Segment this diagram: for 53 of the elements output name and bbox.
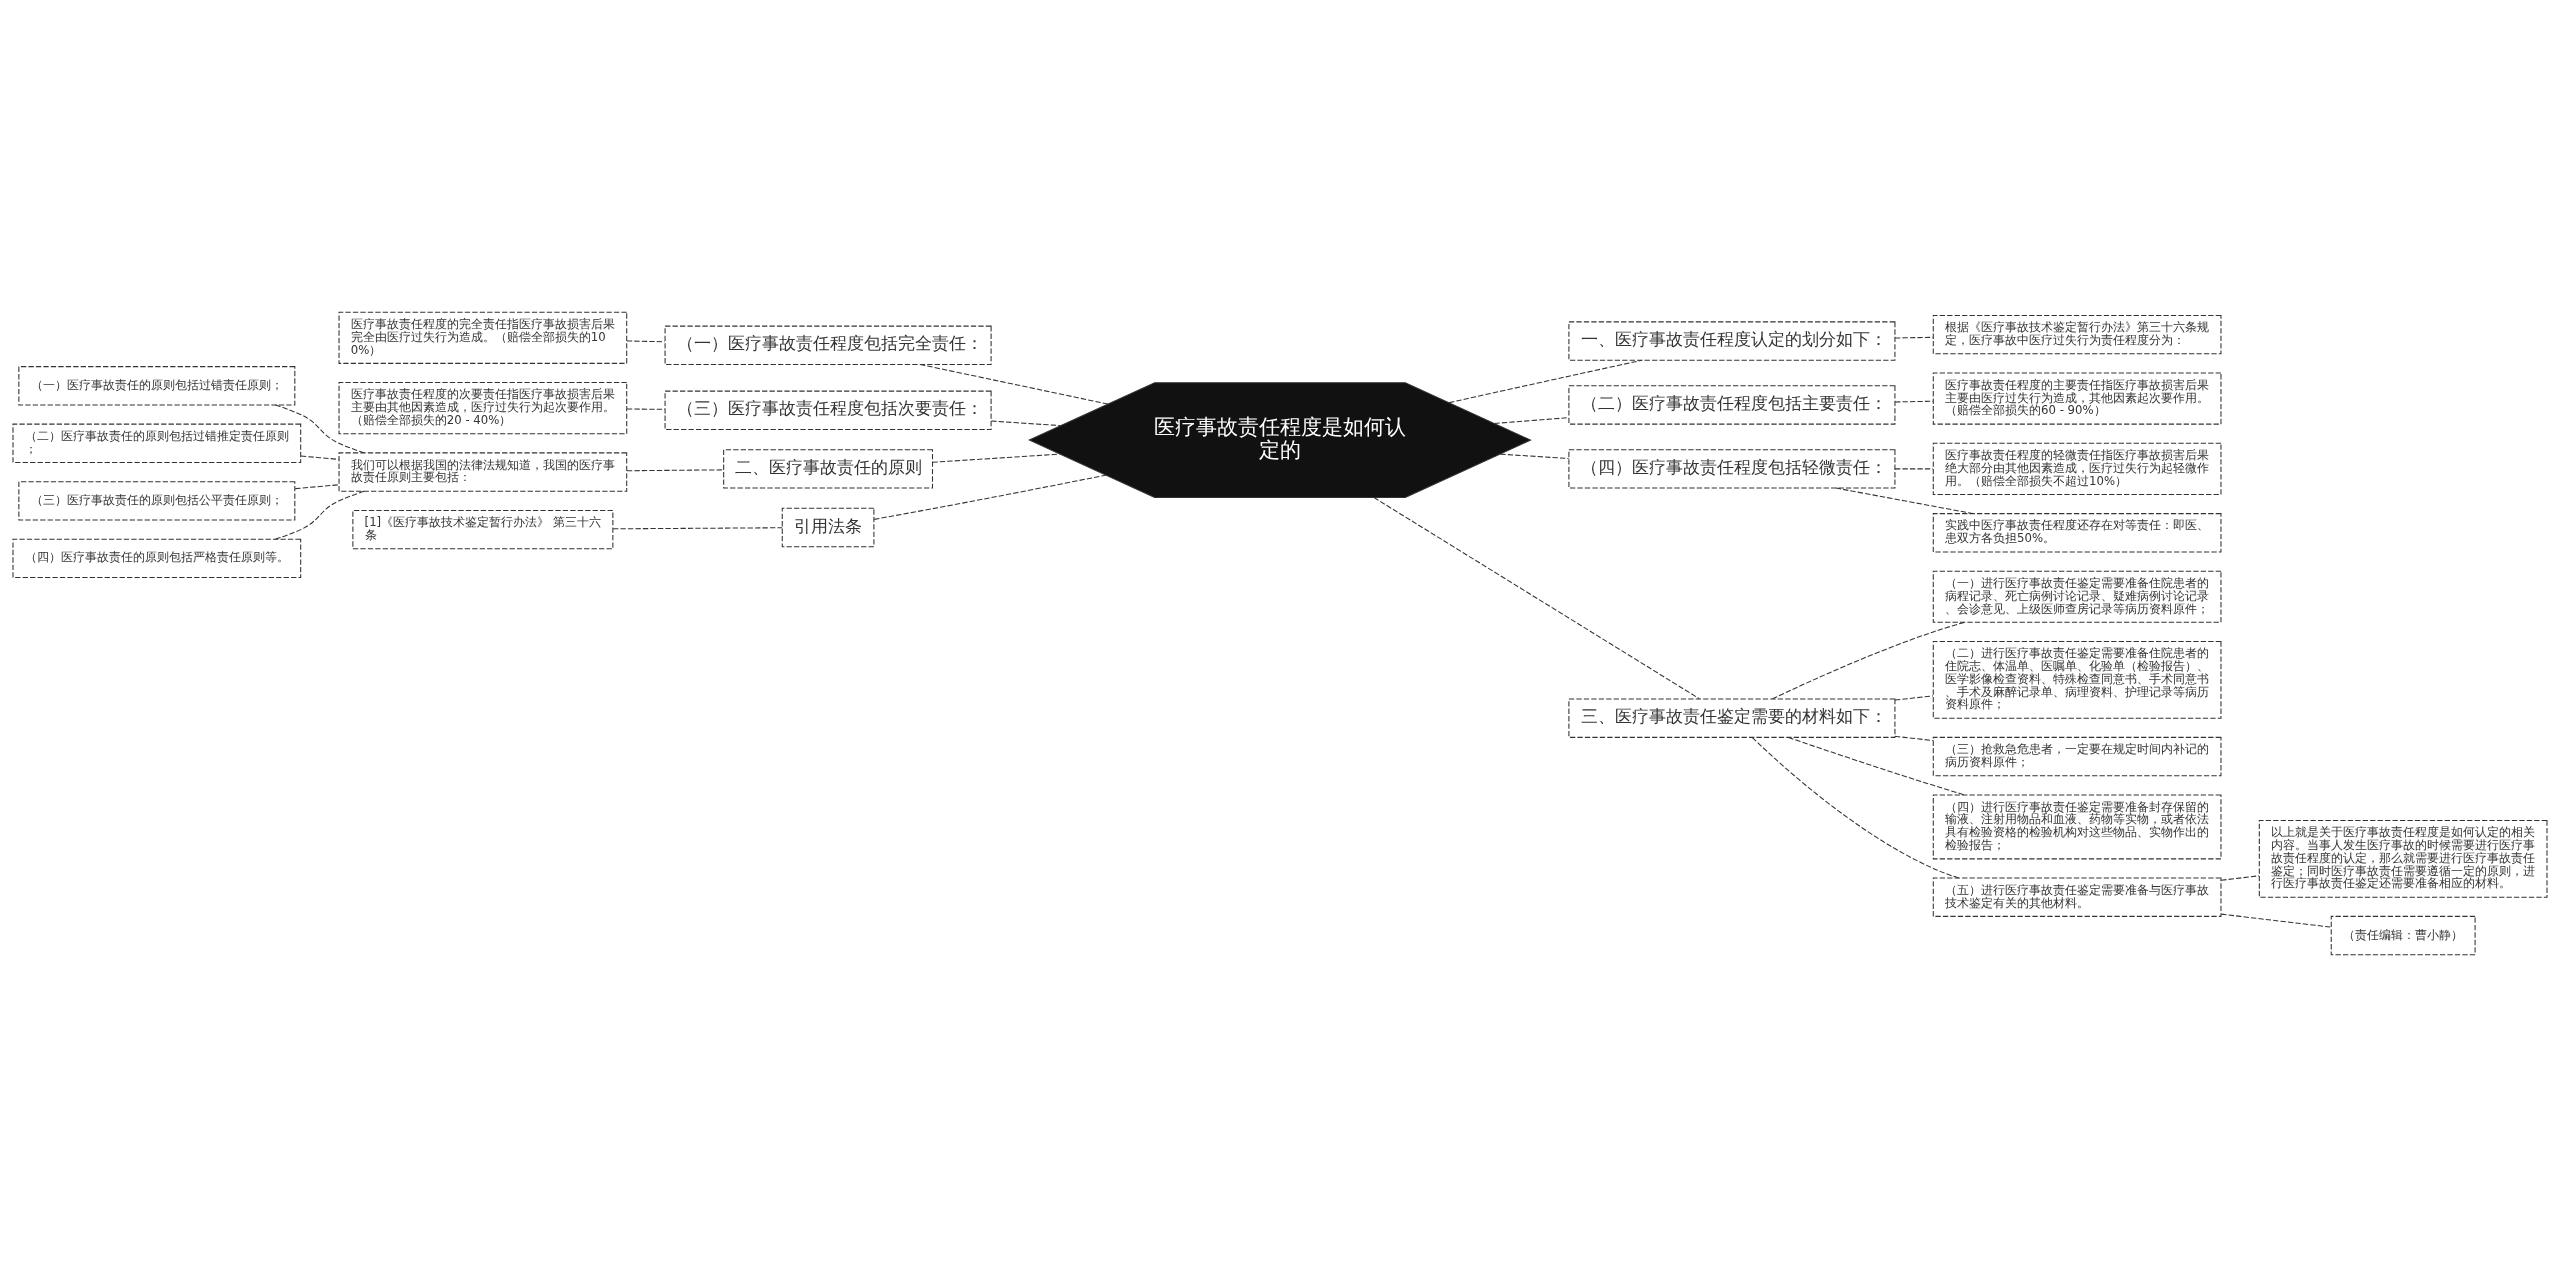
node-box: [1]《医疗事故技术鉴定暂行办法》 第三十六条	[352, 509, 614, 550]
node-box: 我们可以根据我国的法律法规知道，我国的医疗事故责任原则主要包括：	[338, 452, 628, 492]
node-box: （四）医疗事故责任程度包括轻微责任：	[1568, 449, 1896, 489]
node-box: （五）进行医疗事故责任鉴定需要准备与医疗事故技术鉴定有关的其他材料。	[1932, 877, 2222, 917]
node-box: （一）医疗事故责任的原则包括过错责任原则；	[18, 366, 296, 406]
connector	[274, 490, 365, 540]
node-box: （一）进行医疗事故责任鉴定需要准备住院患者的病程记录、死亡病例讨论记录、疑难病例讨论记录、会诊意见、上级医师查房记录等病历资料原件；	[1932, 570, 2222, 623]
node-box: （二）进行医疗事故责任鉴定需要准备住院患者的住院志、体温单、医嘱单、化验单（检验报告）、医学影像检查资料、特殊检查同意书、手术同意书、手术及麻醉记录单、病理资料、护理记录等病历资料原件；	[1932, 640, 2222, 719]
connector	[294, 484, 340, 490]
connector	[932, 453, 1061, 463]
connector	[626, 469, 724, 472]
node-box: 引用法条	[781, 507, 875, 548]
node-box: 一、医疗事故责任程度认定的划分如下：	[1568, 321, 1896, 361]
connector	[1894, 735, 1934, 742]
node-box: 根据《医疗事故技术鉴定暂行办法》第三十六条规定，医疗事故中医疗过失行为责任程度分为：	[1932, 314, 2222, 355]
node-box: （二）医疗事故责任程度包括主要责任：	[1568, 385, 1896, 425]
connector	[1894, 336, 1934, 339]
node-box: （四）医疗事故责任的原则包括严格责任原则等。	[12, 538, 302, 579]
node-box: （四）进行医疗事故责任鉴定需要准备封存保留的输液、注射用物品和血液、药物等实物，或者依法具有检验资格的检验机构对这些物品、实物作出的检验报告；	[1932, 794, 2222, 860]
connector	[1894, 400, 1934, 403]
node-box: 医疗事故责任程度的次要责任指医疗事故损害后果主要由其他因素造成，医疗过失行为起次要作用。（赔偿全部损失的20 - 40%）	[338, 382, 628, 435]
node-box: 以上就是关于医疗事故责任程度是如何认定的相关内容。当事人发生医疗事故的时候需要进行医疗事故责任程度的认定，那么就需要进行医疗事故责任鉴定；同时医疗事故责任需要遵循一定的原则，进行医疗事故责任鉴定还需要准备相应的材料。	[2258, 819, 2548, 898]
connector	[300, 455, 340, 460]
connector	[1751, 737, 1960, 879]
node-box: （三）医疗事故责任的原则包括公平责任原则；	[18, 481, 296, 521]
node-box: （三）医疗事故责任程度包括次要责任：	[664, 390, 992, 430]
node-box: （三）抢救急危患者，一定要在规定时间内补记的病历资料原件；	[1932, 736, 2222, 777]
connector	[1787, 736, 1965, 796]
node-box: 实践中医疗事故责任程度还存在对等责任：即医、患双方各负担50%。	[1932, 513, 2222, 553]
connector	[1771, 621, 1966, 700]
node-box: 医疗事故责任程度的主要责任指医疗事故损害后果主要由医疗过失行为造成，其他因素起次要作用。（赔偿全部损失的60 - 90%）	[1932, 372, 2222, 425]
connector	[1894, 468, 1934, 470]
node-box: （二）医疗事故责任的原则包括过错推定责任原则；	[12, 423, 302, 464]
connector	[2220, 875, 2260, 881]
connector	[1493, 417, 1570, 424]
connector	[1373, 497, 1700, 700]
node-box: 医疗事故责任程度的完全责任指医疗事故损害后果完全由医疗过失行为造成。（赔偿全部损失的100%）	[338, 311, 628, 364]
connector	[2220, 913, 2332, 928]
connector	[274, 404, 365, 454]
node-box: 医疗事故责任程度的轻微责任指医疗事故损害后果绝大部分由其他因素造成，医疗过失行为起轻微作用。（赔偿全部损失不超过10%）	[1932, 442, 2222, 495]
node-box: （责任编辑：曹小静）	[2330, 915, 2476, 956]
connector	[1499, 453, 1570, 460]
connector	[1448, 359, 1643, 404]
connector	[1894, 695, 1934, 701]
node-box: 三、医疗事故责任鉴定需要的材料如下：	[1568, 698, 1896, 738]
connector	[990, 420, 1062, 427]
connector	[612, 527, 783, 530]
connector	[626, 340, 666, 343]
connector	[626, 408, 666, 410]
connector	[873, 474, 1107, 520]
node-box: 二、医疗事故责任的原则	[723, 449, 934, 489]
connector	[1835, 487, 1974, 515]
node-box: （一）医疗事故责任程度包括完全责任：	[664, 325, 992, 365]
